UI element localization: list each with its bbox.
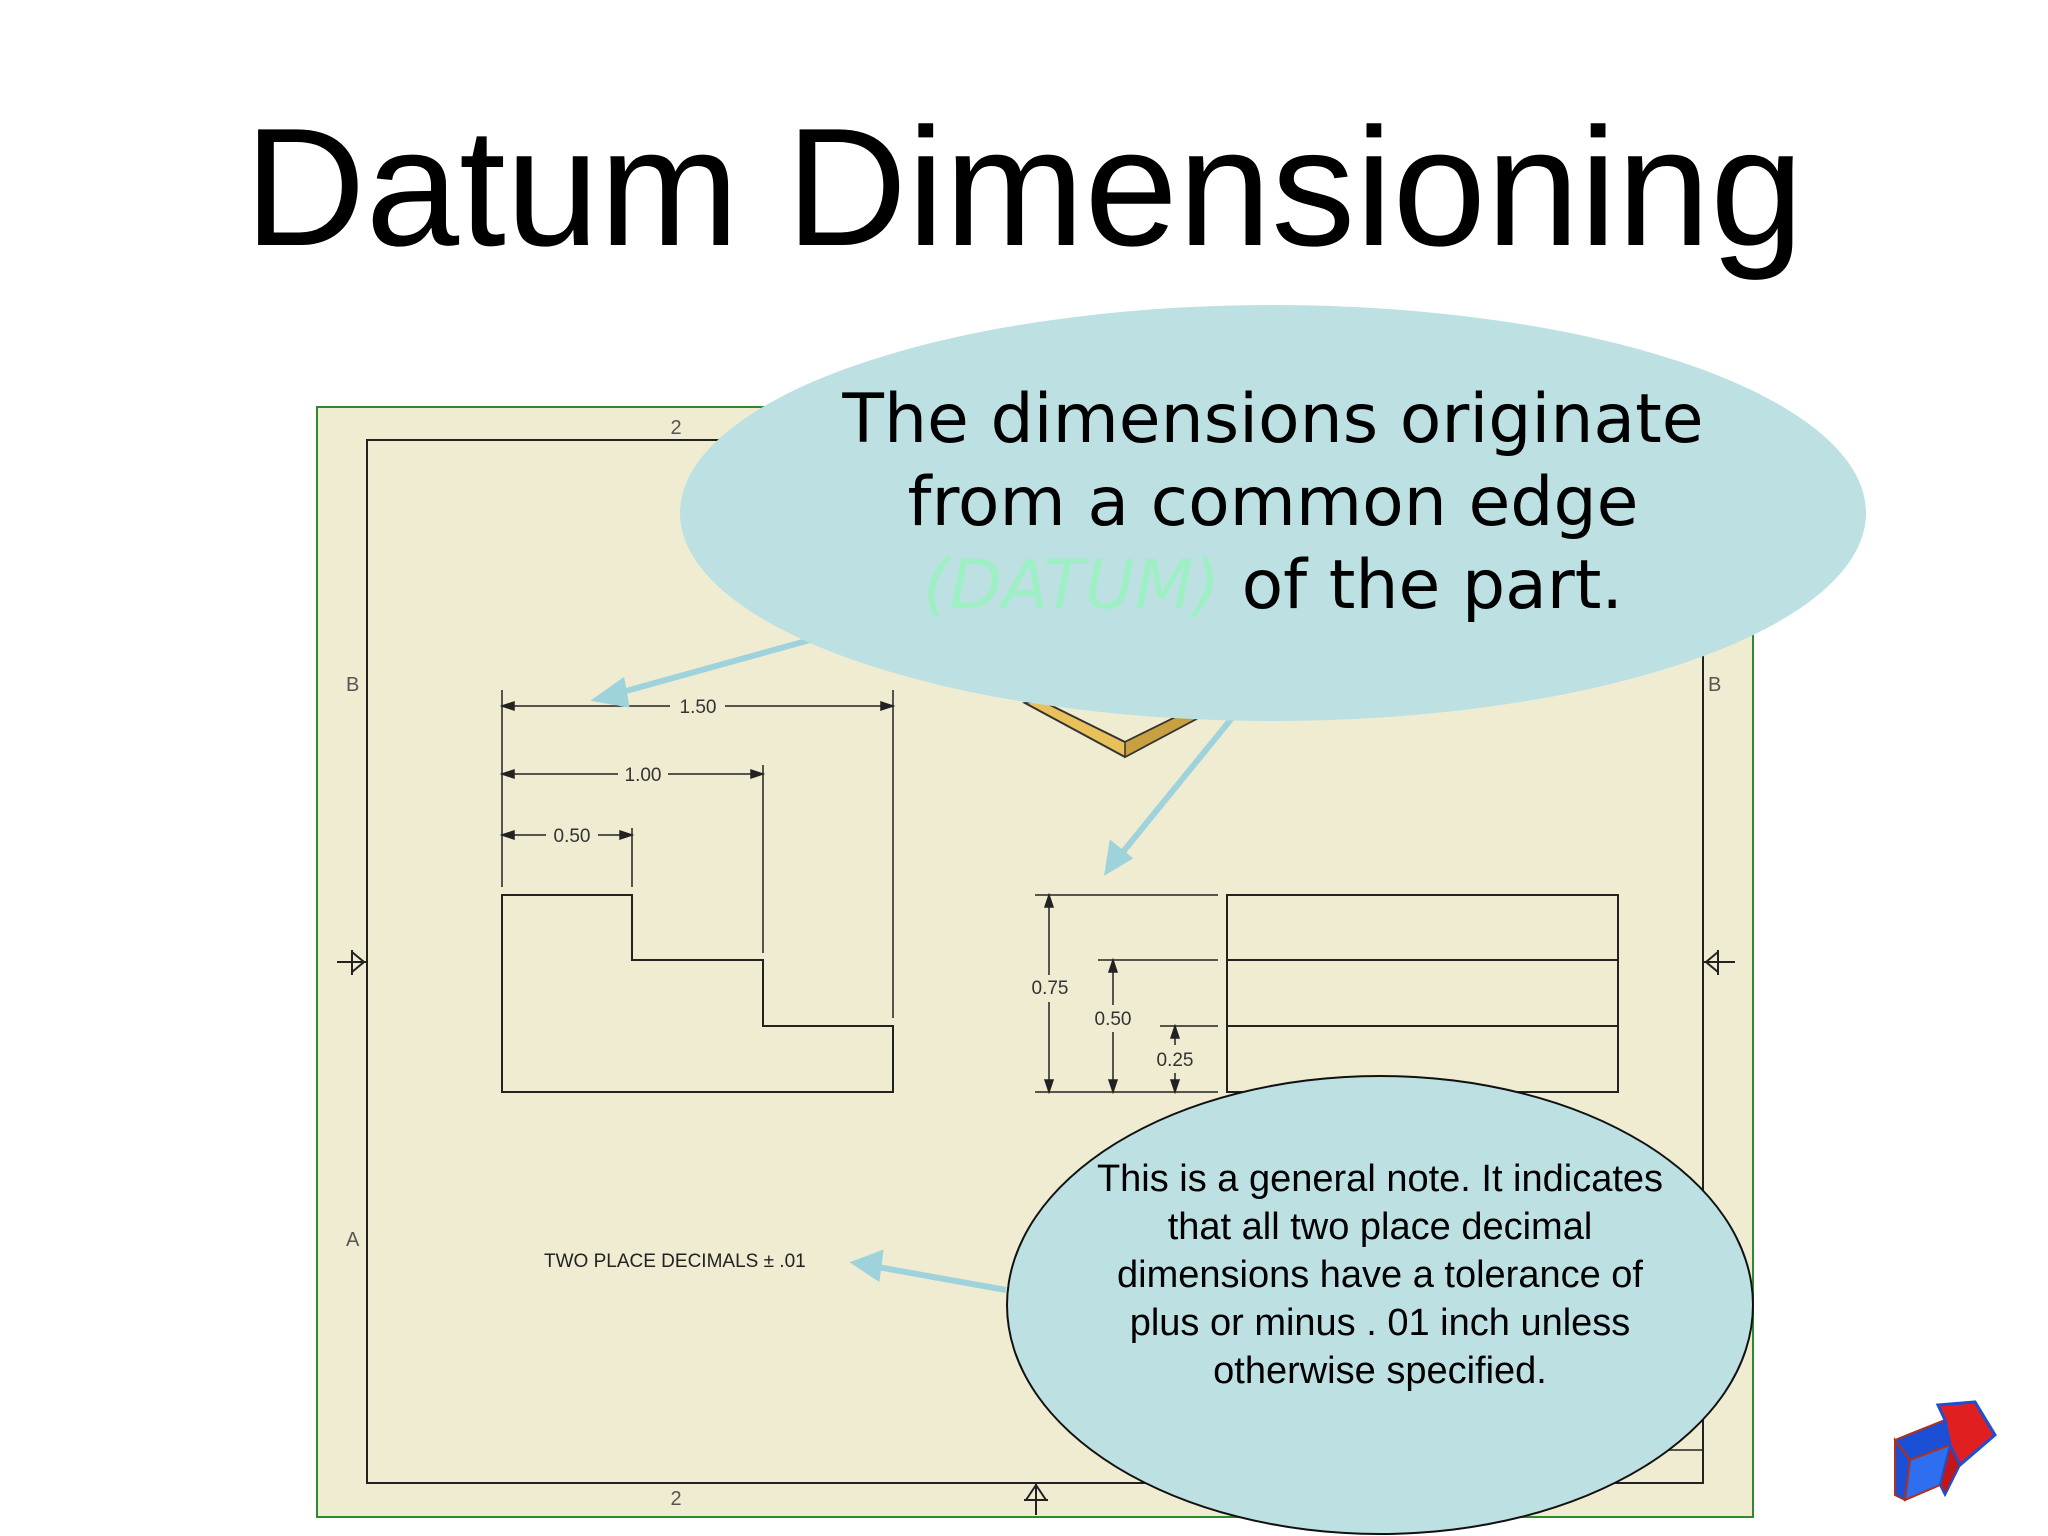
zone-label-left-b: B	[346, 674, 359, 696]
slide-title: Datum Dimensioning	[244, 93, 1804, 281]
dimension-label-025: 0.25	[1157, 1050, 1194, 1071]
dimension-line-150	[499, 700, 896, 712]
centering-mark-bottom	[1024, 1483, 1048, 1515]
datum-callout-line2: from a common edge	[907, 463, 1639, 542]
dimension-line-025	[1169, 1023, 1181, 1095]
zone-label-left-a: A	[346, 1229, 360, 1251]
zone-label-bottom: 2	[670, 1488, 681, 1510]
centering-mark-left	[337, 949, 367, 975]
dimension-label-050: 0.50	[554, 826, 591, 847]
leader-arrow-note	[849, 1249, 1007, 1293]
datum-callout-line3: (DATUM) of the part.	[680, 544, 1866, 627]
centering-mark-right	[1703, 949, 1735, 975]
datum-callout-bubble	[680, 305, 1866, 721]
publisher-logo-icon	[1893, 1400, 1997, 1502]
general-note-text: TWO PLACE DECIMALS ± .01	[544, 1251, 806, 1272]
dimension-line-075	[1043, 892, 1055, 1095]
zone-label-top: 2	[670, 417, 681, 439]
datum-highlight: (DATUM)	[922, 546, 1220, 625]
dimension-label-050-side: 0.50	[1095, 1009, 1132, 1030]
dimension-line-050	[499, 829, 635, 841]
leader-arrow-datum-left	[590, 637, 811, 708]
leader-arrow-datum-right	[1104, 716, 1235, 876]
dimension-label-075: 0.75	[1032, 978, 1069, 999]
general-note-callout-text: This is a general note. It indicates tha…	[1096, 1158, 1664, 1392]
dimension-label-150: 1.50	[680, 697, 717, 718]
dimension-label-100: 1.00	[625, 765, 662, 786]
datum-callout-line1: The dimensions originate	[842, 380, 1704, 459]
dimension-line-100	[499, 768, 766, 780]
general-note-callout-bubble	[1006, 1075, 1754, 1535]
datum-callout-text: The dimensions originate from a common e…	[680, 378, 1866, 627]
datum-callout-line3-rest: of the part.	[1219, 546, 1624, 625]
front-view-outline	[501, 894, 894, 1093]
zone-label-right-b: B	[1708, 674, 1721, 696]
dimension-line-050-side	[1107, 957, 1119, 1095]
